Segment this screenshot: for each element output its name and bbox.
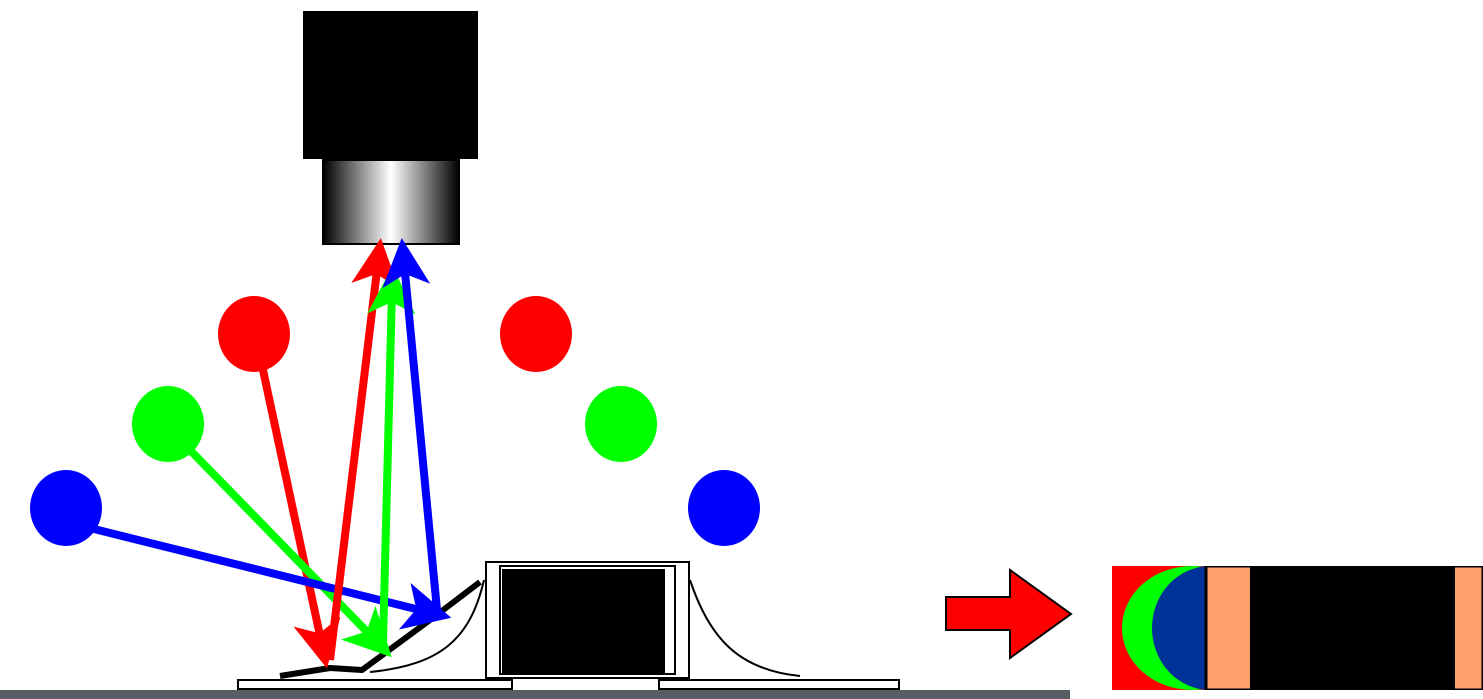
result-arrow [945,568,1073,660]
result-pad-right [1455,566,1483,690]
solder-fillet-left [369,579,485,673]
chip-component [485,561,690,679]
pad-left [237,679,513,690]
led-red-left [218,296,290,372]
ray-green-reflected [367,266,416,644]
incident-rays [89,369,452,669]
led-red-right [500,296,572,372]
ray-red-reflected [326,238,399,661]
camera [303,11,478,245]
result-top-view [1112,566,1483,690]
led-green-left [132,386,204,462]
camera-lens [322,159,460,245]
result-pad-left [1206,566,1251,690]
ray-green-incident [187,447,392,658]
pad-right [658,679,900,690]
ray-blue-incident [89,524,452,630]
solder-fillet-right [689,579,801,677]
result-chip-body [1250,566,1456,690]
led-blue-right [688,470,760,546]
led-green-right [585,386,657,462]
camera-body [303,11,478,159]
reflected-rays [326,238,441,661]
pcb-board [0,690,1070,699]
led-lights [30,296,760,546]
ray-red-incident [259,369,341,669]
ray-blue-reflected [382,238,441,611]
led-blue-left [30,470,102,546]
